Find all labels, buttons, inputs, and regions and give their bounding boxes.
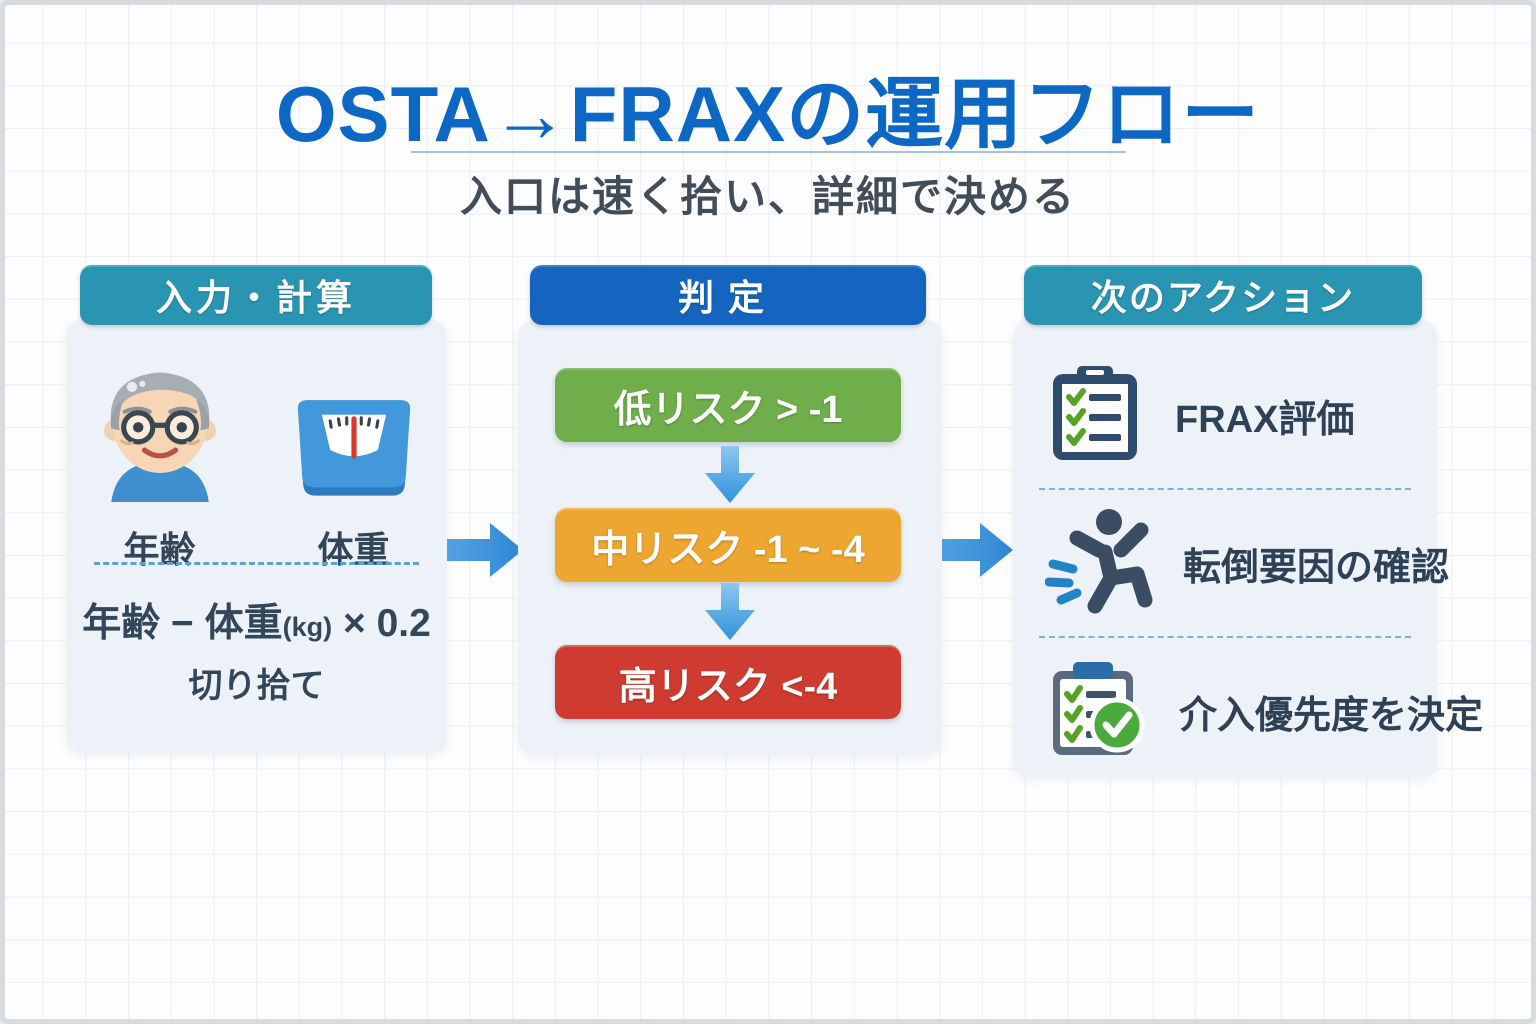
approved-clipboard-icon — [1045, 657, 1149, 766]
right-arrow-icon — [446, 518, 524, 582]
age-label: 年齢 — [123, 529, 196, 570]
input-column-panel: 年齢 — [66, 320, 447, 753]
judgement-column-panel: 低リスク > -1 中リスク -1 ~ -4 高リスク <-4 — [518, 320, 942, 755]
actions-divider — [1039, 488, 1411, 490]
falling-person-icon — [1044, 508, 1153, 619]
action-row-frax: FRAX評価 — [1013, 342, 1437, 488]
high-risk-box: 高リスク <-4 — [555, 645, 901, 719]
judgement-column-header: 判定 — [530, 265, 926, 325]
weight-scale-icon — [297, 400, 411, 507]
low-risk-box: 低リスク > -1 — [555, 368, 901, 442]
page-title: OSTA→FRAXの運用フロー — [275, 70, 1261, 158]
age-figure: 年齢 — [85, 362, 235, 573]
right-arrow-icon — [936, 518, 1014, 582]
action-label-falls: 転倒要因の確認 — [1183, 546, 1450, 589]
action-label-frax: FRAX評価 — [1175, 398, 1355, 441]
input-column-header: 入力・計算 — [80, 265, 432, 325]
weight-label: 体重 — [317, 529, 390, 570]
down-arrow-icon — [699, 446, 761, 504]
action-row-falls: 転倒要因の確認 — [1013, 490, 1449, 636]
checklist-clipboard-icon — [1045, 362, 1145, 469]
formula-note: 切り拾て — [188, 667, 325, 705]
input-divider — [94, 562, 419, 565]
formula-left: 年齢 − 体重 — [82, 602, 283, 645]
formula-unit: (kg) — [282, 612, 333, 642]
actions-divider — [1039, 636, 1411, 638]
weight-figure: 体重 — [279, 400, 429, 573]
elderly-person-icon — [92, 362, 228, 507]
actions-column-header: 次のアクション — [1024, 265, 1422, 325]
action-label-priority: 介入優先度を決定 — [1179, 694, 1484, 737]
down-arrow-icon — [699, 583, 761, 641]
mid-risk-box: 中リスク -1 ~ -4 — [555, 508, 901, 582]
input-figures: 年齢 — [66, 362, 447, 573]
osta-formula: 年齢 − 体重(kg) × 0.2 — [66, 592, 447, 648]
action-row-priority: 介入優先度を決定 — [1013, 638, 1483, 784]
formula-right: × 0.2 — [332, 602, 431, 645]
title-underline — [411, 151, 1126, 153]
actions-column-panel: FRAX評価 — [1013, 320, 1483, 778]
page-subtitle: 入口は速く拾い、詳細で決める — [459, 173, 1076, 220]
